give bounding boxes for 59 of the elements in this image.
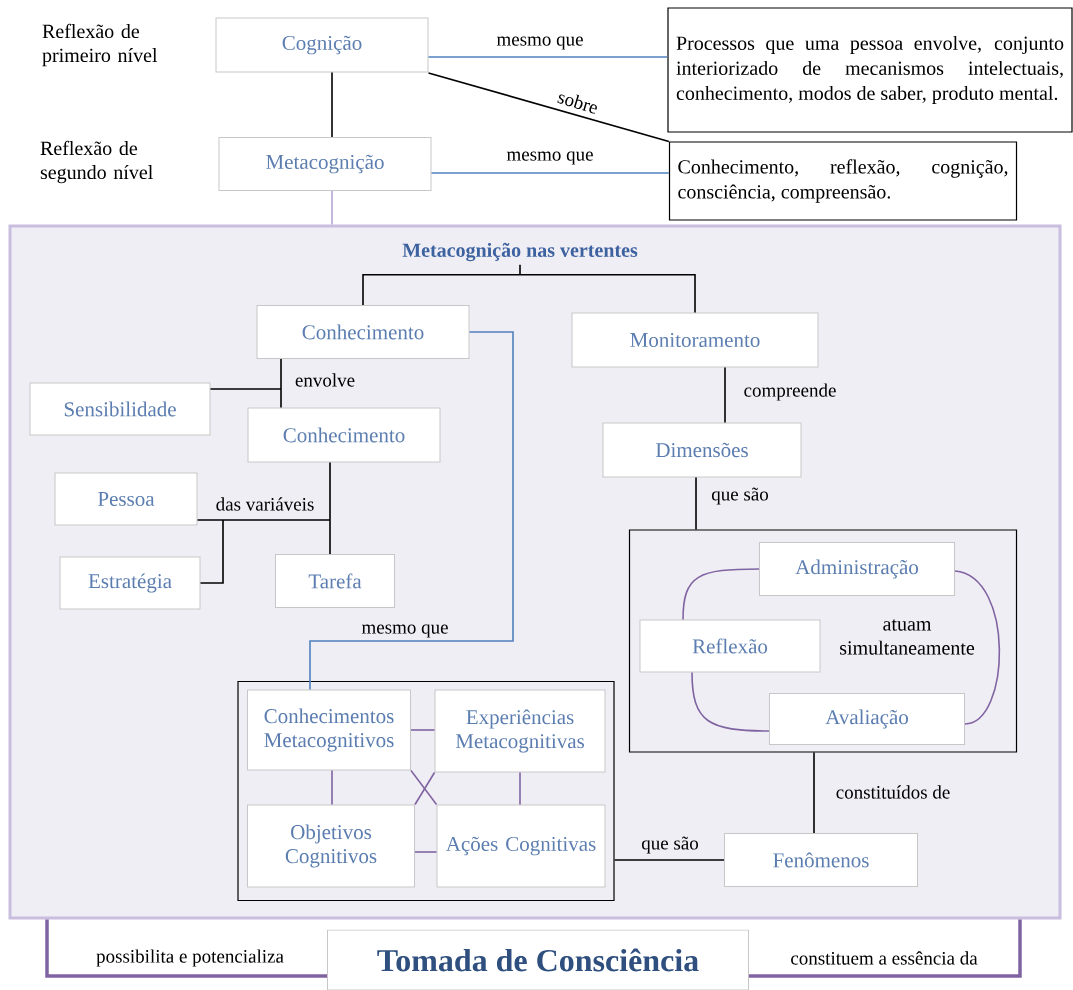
concept-box: Experiências Metacognitivas (434, 689, 606, 773)
connector-line (410, 729, 436, 731)
concept-box: Monitoramento (571, 312, 819, 368)
concept-box: Reflexão (639, 619, 821, 673)
concept-box: Pessoa (54, 472, 198, 526)
concept-box: Conhecimento (247, 407, 441, 463)
concept-box: Metacognição (218, 137, 432, 191)
edge-label: compreende (742, 382, 838, 402)
title-box: Tomada de Consciência (327, 929, 749, 990)
connector-line (362, 263, 696, 314)
side-note: Reflexão de primeiro nível (42, 23, 158, 67)
concept-box: Avaliação (769, 693, 965, 745)
text-box: Processos que uma pessoa envolve, conjunto interiorizado de mecanismos intelectuais, conhecimento, modos de saber, produto mental. (667, 7, 1073, 133)
connector-line (724, 366, 726, 424)
concept-box: Objetivos Cognitivos (247, 804, 415, 888)
concept-box: Tarefa (275, 554, 395, 608)
connector-line (414, 851, 438, 853)
connector-line (427, 56, 669, 58)
connector-line (691, 671, 770, 732)
side-note: Reflexão de segundo nível (40, 140, 153, 184)
concept-box: Administração (759, 542, 955, 596)
connector-line (613, 859, 725, 861)
text-box: Conhecimento, reflexão, cognição, consciência, compreensão. (668, 141, 1018, 221)
connector-line (309, 331, 514, 691)
edge-label: possibilita e potencializa (95, 948, 285, 968)
connector-line (331, 190, 333, 226)
connector-line (331, 71, 333, 138)
edge-label: mesmo que (360, 623, 450, 639)
connector-line (331, 769, 333, 806)
edge-label: constituídos de (834, 784, 952, 800)
concept-box: Dimensões (602, 422, 802, 478)
connector-line (954, 570, 1001, 725)
edge-label: das variáveis (214, 496, 316, 512)
connector-line (209, 358, 282, 409)
concept-box: Conhecimento (256, 305, 470, 359)
note-text: atuam simultaneamente (840, 619, 975, 655)
connector-line (45, 919, 327, 978)
connector-line (749, 919, 1022, 978)
connector-line (813, 751, 815, 834)
connector-line (682, 568, 760, 621)
edge-label: envolve (293, 372, 357, 388)
concept-box: Fenômenos (724, 833, 918, 887)
edge-label: mesmo que (495, 35, 585, 51)
connector-line (196, 461, 331, 584)
edge-label: constituem a essência da (789, 950, 979, 966)
edge-label: mesmo que (505, 150, 595, 166)
connector-line (430, 172, 670, 174)
group-box (628, 529, 1018, 753)
concept-box: Cognição (215, 17, 429, 73)
connector-line (695, 476, 697, 531)
concept-box: Ações Cognitivas (436, 804, 606, 888)
panel-heading: Metacognição nas vertentes (402, 242, 638, 262)
concept-box: Estratégia (59, 556, 201, 610)
concept-box: Conhecimentos Metacognitivos (247, 689, 411, 771)
connector-line (427, 72, 670, 143)
edge-label: sobre (555, 88, 601, 116)
group-box (237, 680, 615, 902)
concept-box: Sensibilidade (29, 382, 211, 436)
connector-line (519, 771, 521, 806)
